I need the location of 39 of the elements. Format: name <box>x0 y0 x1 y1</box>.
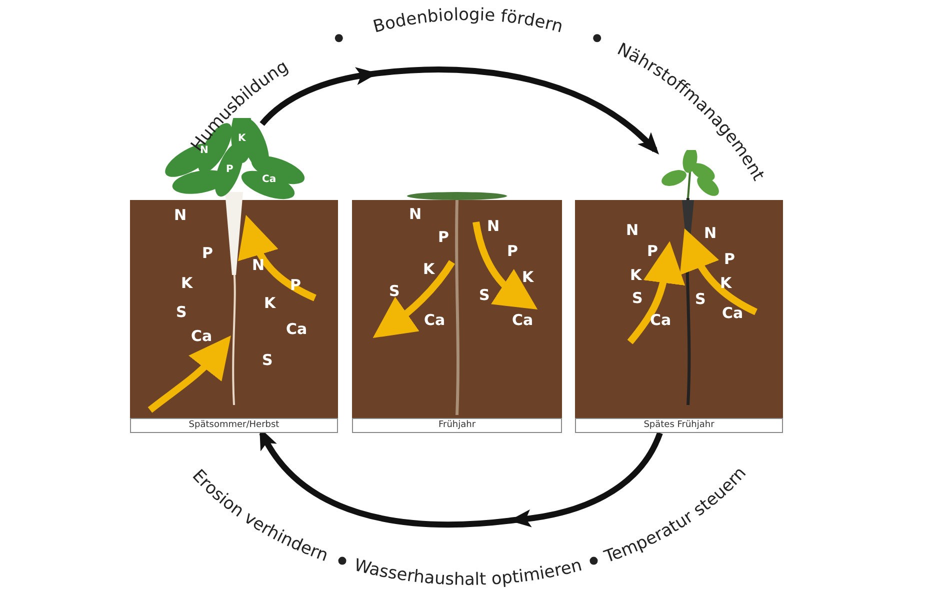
nutrient-symbol: N <box>252 258 265 273</box>
cycle-arrow <box>260 66 659 154</box>
cycle-arrow <box>259 432 663 528</box>
nutrient-symbol: P <box>290 278 301 293</box>
nutrient-symbol: P <box>226 165 234 175</box>
season-caption: Frühjahr <box>352 418 562 433</box>
nutrient-symbol: P <box>202 246 213 261</box>
nutrient-symbol: S <box>695 292 706 307</box>
nutrient-symbol: K <box>423 262 435 277</box>
nutrient-symbol: K <box>720 276 732 291</box>
nutrient-symbol: K <box>630 268 642 283</box>
nutrient-symbol: Ca <box>286 322 308 337</box>
cycle-label: Wasserhaushalt optimieren <box>352 555 584 590</box>
nutrient-symbol: N <box>409 207 422 222</box>
nutrient-symbol: P <box>438 230 449 245</box>
nutrient-symbol: Ca <box>262 175 276 185</box>
nutrient-symbol: S <box>262 353 273 368</box>
nutrient-symbol: S <box>389 284 400 299</box>
nutrient-symbol: S <box>176 305 187 320</box>
nutrient-symbol: N <box>704 226 717 241</box>
nutrient-symbol: S <box>632 291 643 306</box>
cycle-label: Bodenbiologie fördern <box>371 4 565 38</box>
nutrient-symbol: Ca <box>722 306 744 321</box>
nutrient-symbol: S <box>479 288 490 303</box>
nutrient-symbol: P <box>647 244 658 259</box>
nutrient-symbol: Ca <box>512 313 534 328</box>
nutrient-symbol: Ca <box>424 313 446 328</box>
nutrient-symbol: Ca <box>650 313 672 328</box>
nutrient-symbol: K <box>181 276 193 291</box>
nutrient-symbol: N <box>487 219 500 234</box>
nutrient-symbol: P <box>507 244 518 259</box>
season-caption: Spätsommer/Herbst <box>130 418 338 433</box>
nutrient-symbol: N <box>626 223 639 238</box>
nutrient-symbol: K <box>522 270 534 285</box>
nutrient-symbol: P <box>724 252 735 267</box>
nutrient-symbol: Ca <box>191 329 212 344</box>
nutrient-symbol: N <box>174 208 187 223</box>
nutrient-symbol: K <box>264 296 276 311</box>
season-caption: Spätes Frühjahr <box>575 418 783 433</box>
